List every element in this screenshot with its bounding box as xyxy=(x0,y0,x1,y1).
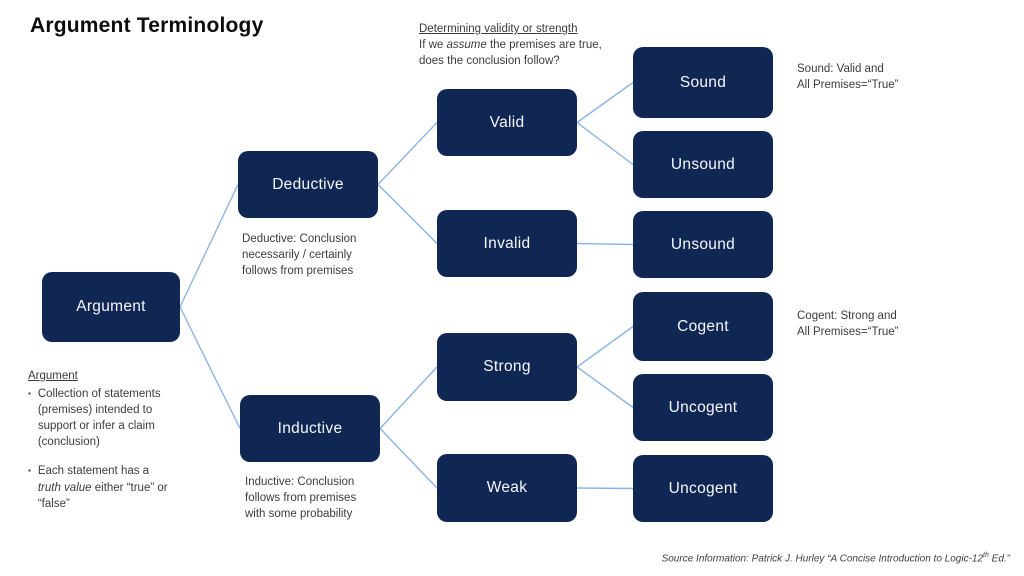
node-sound: Sound xyxy=(633,47,773,118)
node-label: Weak xyxy=(486,479,528,496)
node-label: Deductive xyxy=(272,175,344,193)
node-strong: Strong xyxy=(437,333,577,401)
node-uncogent-upper: Uncogent xyxy=(633,374,773,441)
node-label: Invalid xyxy=(483,234,531,252)
node-label: Sound xyxy=(679,73,727,91)
node-label: Unsound xyxy=(670,155,736,173)
bullet-square-icon: ▪ xyxy=(28,466,31,476)
node-label: Inductive xyxy=(277,419,343,437)
bullet-square-icon: ▪ xyxy=(28,389,31,399)
cogent-note: Cogent: Strong and All Premises=“True” xyxy=(797,310,899,339)
source-note: Source Information: Patrick J. Hurley “A… xyxy=(661,552,1010,565)
node-invalid: Invalid xyxy=(437,210,577,277)
node-label: Uncogent xyxy=(668,398,738,416)
deductive-note: Deductive: Conclusion necessarily / cert… xyxy=(242,233,357,278)
node-unsound-upper: Unsound xyxy=(633,131,773,198)
node-label: Cogent xyxy=(677,317,729,335)
node-label: Valid xyxy=(489,113,525,131)
determining-note-line1: If we assume the premises are true, xyxy=(419,39,602,52)
argument-note-heading: Argument xyxy=(28,370,78,382)
node-deductive: Deductive xyxy=(238,151,378,218)
node-argument: Argument xyxy=(42,272,180,342)
argument-bullet-2: ▪ Each statement has a truth value eithe… xyxy=(28,463,170,511)
page-title: Argument Terminology xyxy=(30,14,264,37)
node-label: Unsound xyxy=(670,235,736,253)
node-cogent: Cogent xyxy=(633,292,773,361)
inductive-note: Inductive: Conclusion follows from premi… xyxy=(245,476,357,521)
node-label: Argument xyxy=(76,298,146,315)
argument-bullet-1: ▪ Collection of statements (premises) in… xyxy=(28,386,170,450)
node-uncogent-lower: Uncogent xyxy=(633,455,773,522)
node-weak: Weak xyxy=(437,454,577,522)
node-label: Strong xyxy=(483,358,531,375)
node-valid: Valid xyxy=(437,89,577,156)
determining-note: Determining validity or strength If we a… xyxy=(419,21,602,69)
determining-note-line2: does the conclusion follow? xyxy=(419,55,560,68)
determining-note-heading: Determining validity or strength xyxy=(419,23,578,35)
argument-note: Argument ▪ Collection of statements (pre… xyxy=(28,368,170,512)
sound-note: Sound: Valid and All Premises=“True” xyxy=(797,63,899,92)
node-inductive: Inductive xyxy=(240,395,380,462)
node-unsound-lower: Unsound xyxy=(633,211,773,278)
node-label: Uncogent xyxy=(668,479,738,497)
